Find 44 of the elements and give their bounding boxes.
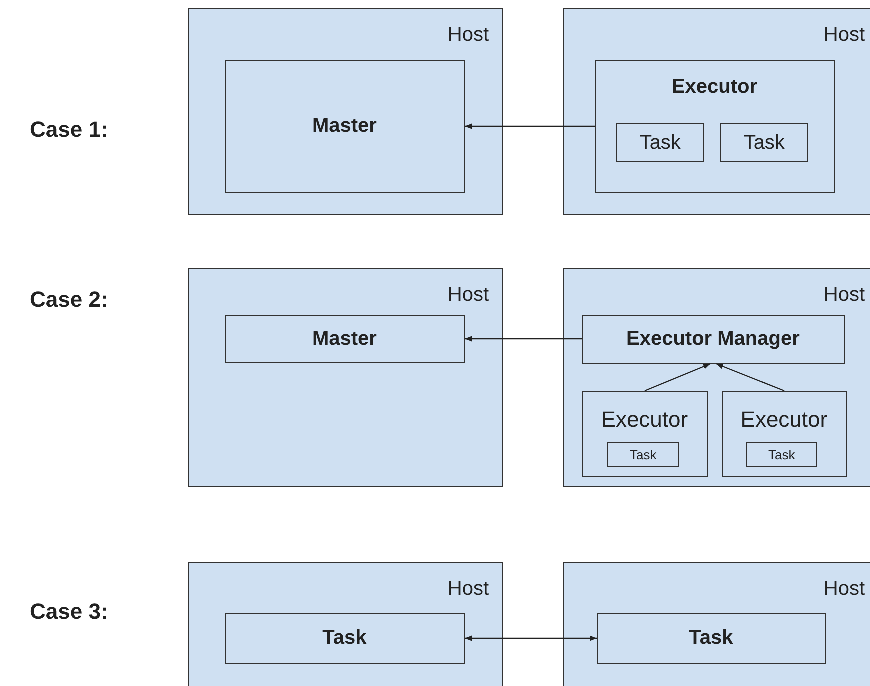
node-label: Master	[312, 328, 377, 349]
component-box	[224, 314, 465, 363]
node-label: Task	[689, 628, 734, 648]
node-label: Host	[824, 285, 865, 305]
host-box	[188, 562, 503, 686]
host-box	[188, 268, 503, 487]
case-label: Case 3:	[30, 601, 108, 623]
component-box	[616, 123, 704, 162]
component-box	[594, 60, 835, 193]
node-label: Task	[768, 448, 796, 462]
arrow	[465, 124, 595, 130]
node-label: Host	[448, 25, 489, 45]
component-box	[582, 314, 845, 364]
node-label: Host	[824, 25, 865, 45]
node-label: Executor	[672, 76, 758, 97]
node-label: Task	[322, 628, 367, 648]
node-label: Task	[630, 448, 657, 462]
arrow	[465, 336, 582, 342]
node-label: Executor Manager	[626, 329, 800, 350]
component-box	[224, 612, 465, 664]
node-label: Executor	[601, 408, 688, 431]
arrow	[465, 636, 597, 642]
component-box	[607, 442, 680, 468]
node-label: Host	[824, 579, 865, 599]
host-box	[188, 8, 503, 215]
node-label: Host	[448, 285, 489, 305]
node-label: Host	[448, 579, 489, 599]
component-box	[746, 442, 818, 468]
host-box	[563, 268, 870, 487]
case-label: Case 1:	[30, 119, 108, 141]
host-box	[563, 562, 870, 686]
arrow	[716, 363, 785, 392]
node-label: Executor	[740, 408, 828, 431]
component-box	[596, 612, 826, 664]
case-label: Case 2:	[30, 289, 108, 311]
component-box	[722, 390, 847, 477]
node-label: Task	[744, 132, 785, 153]
component-box	[720, 123, 808, 162]
node-label: Task	[640, 132, 681, 153]
component-box	[224, 60, 465, 193]
node-label: Master	[312, 116, 377, 136]
component-box	[582, 390, 708, 477]
arrow	[644, 363, 711, 392]
host-box	[563, 8, 870, 215]
